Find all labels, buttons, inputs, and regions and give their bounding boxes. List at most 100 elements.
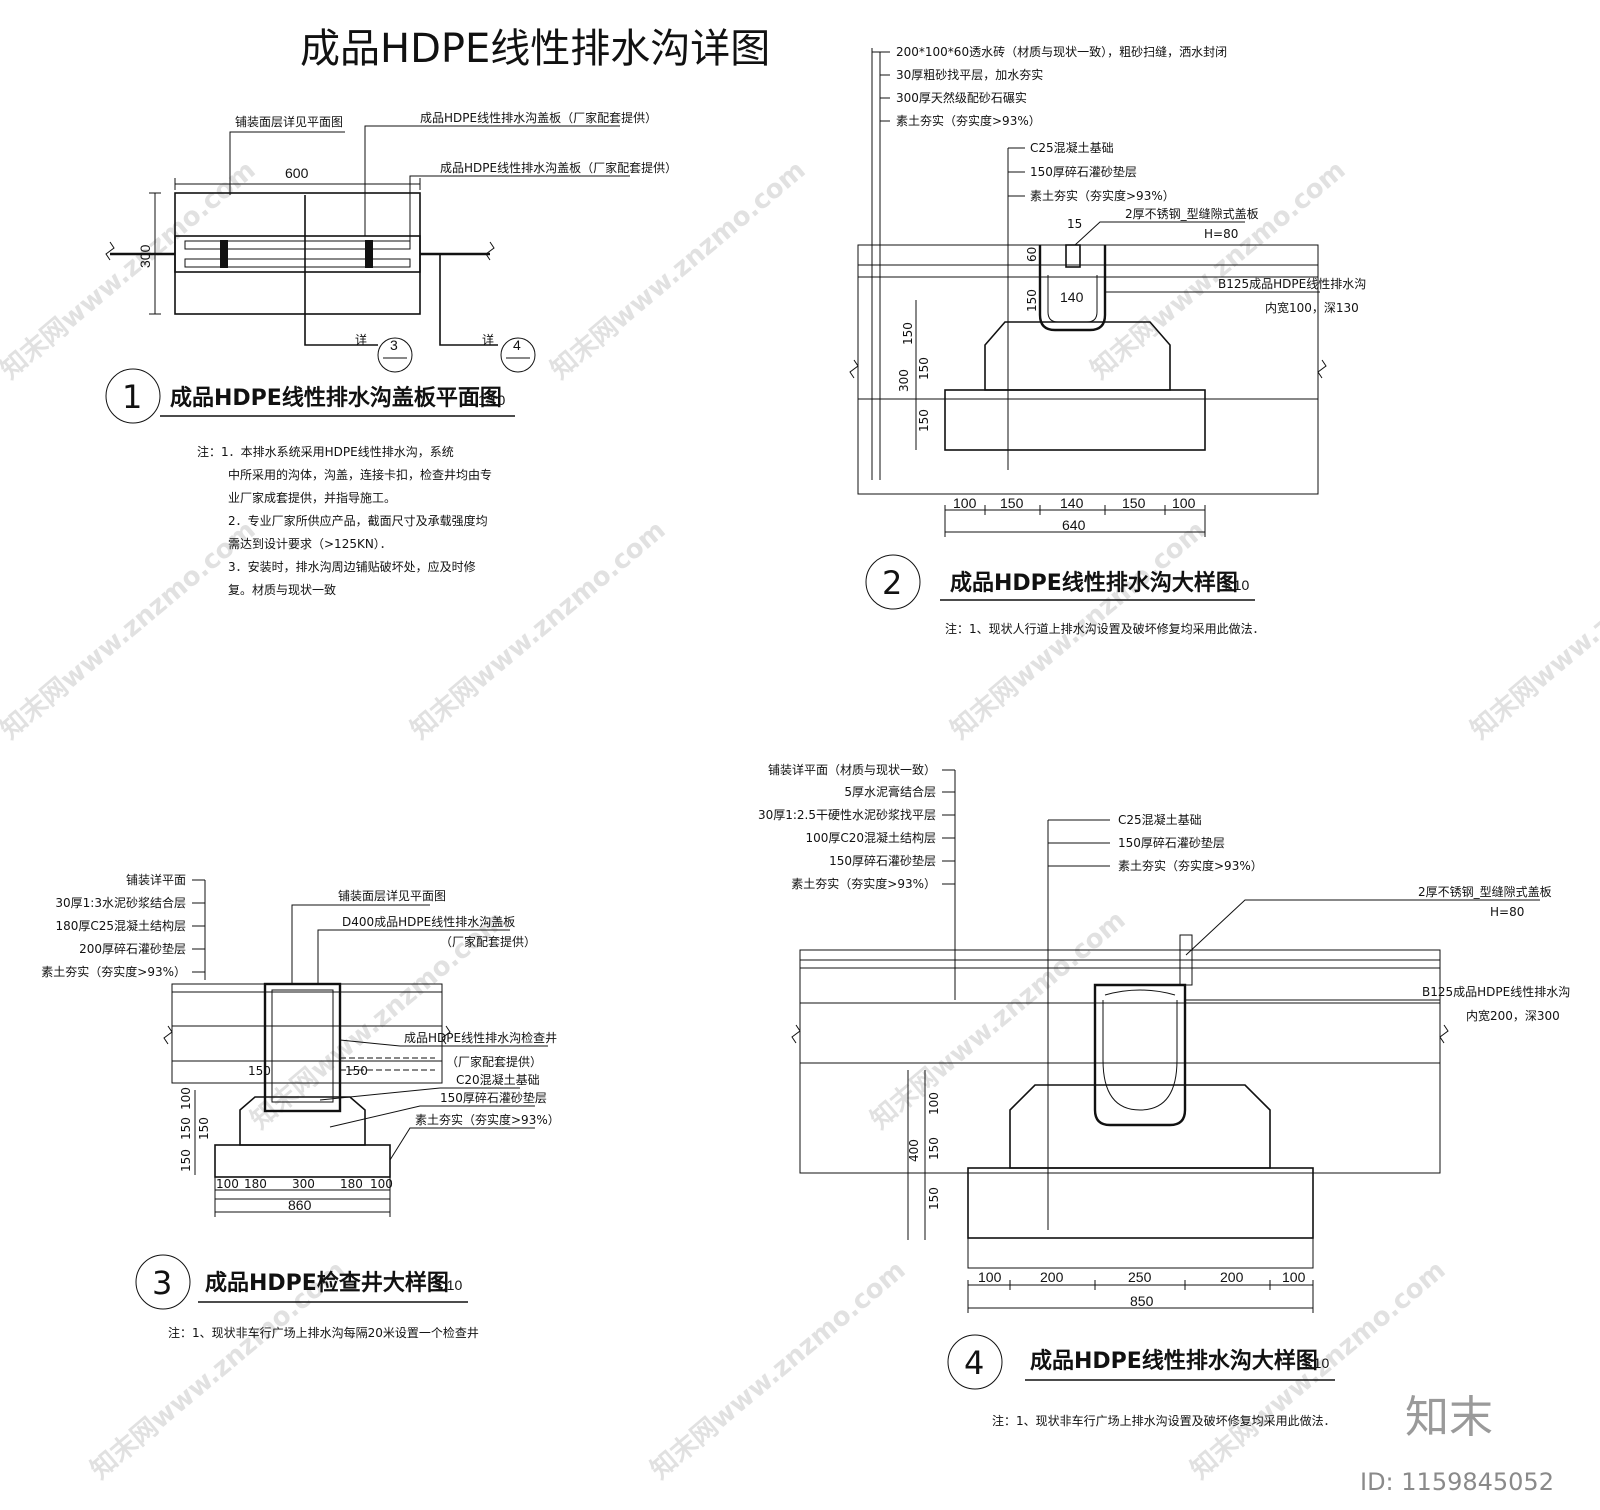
label-layer-concrete: 180厚C25混凝土结构层 xyxy=(55,918,186,933)
svg-text:100: 100 xyxy=(978,1269,1002,1285)
label-gravel-bed: 150厚碎石灌砂垫层 xyxy=(1118,835,1225,850)
svg-text:3: 3 xyxy=(152,1264,172,1302)
layer-compacted-soil xyxy=(799,1062,1441,1174)
svg-text:内宽100，深130: 内宽100，深130 xyxy=(1265,300,1359,315)
svg-text:100: 100 xyxy=(953,495,977,511)
sheet-title: 成品HDPE线性排水沟详图 xyxy=(300,26,770,72)
label-layer-mortar: 30厚1:3水泥砂浆结合层 xyxy=(55,895,186,910)
notes-1: 注：1．本排水系统采用HDPE线性排水沟，系统 中所采用的沟体，沟盖，连接卡扣，… xyxy=(197,444,492,597)
label-layer-gravel: 150厚碎石灌砂垫层 xyxy=(829,853,936,868)
svg-text:4: 4 xyxy=(513,337,521,353)
label-soil-base: 素土夯实（夯实度>93%） xyxy=(415,1112,560,1127)
label-soil-base: 素土夯实（夯实度>93%） xyxy=(1118,858,1263,873)
svg-text:注：1．本排水系统采用HDPE线性排水沟，系统: 注：1．本排水系统采用HDPE线性排水沟，系统 xyxy=(197,444,454,459)
slot-cover xyxy=(1179,934,1193,986)
diagram-4-section: 铺装详平面（材质与现状一致） 5厚水泥膏结合层 30厚1:2.5干硬性水泥砂浆找… xyxy=(758,762,1570,1428)
layer-compacted-soil xyxy=(857,398,1319,495)
label-layer-paving: 铺装详平面 xyxy=(126,872,186,887)
label-layer-brick: 200*100*60透水砖（材质与现状一致），粗砂扫缝，洒水封闭 xyxy=(896,44,1227,59)
svg-text:150: 150 xyxy=(179,1117,193,1140)
drawing-title-1: 成品HDPE线性排水沟盖板平面图 xyxy=(170,385,502,411)
drawing-scale-2: 1:10 xyxy=(1222,577,1249,593)
layer-paving xyxy=(799,949,1441,961)
svg-text:100: 100 xyxy=(927,1092,941,1115)
drawing-title-4: 成品HDPE线性排水沟大样图 xyxy=(1030,1348,1318,1374)
svg-text:（厂家配套提供）: （厂家配套提供） xyxy=(440,934,536,949)
label-soil-base: 素土夯实（夯实度>93%） xyxy=(1030,188,1175,203)
label-layer-cement-paste: 5厚水泥膏结合层 xyxy=(844,784,936,799)
svg-text:250: 250 xyxy=(1128,1269,1152,1285)
label-cover: D400成品HDPE线性排水沟盖板 xyxy=(342,915,515,929)
label-layer-concrete: 100厚C20混凝土结构层 xyxy=(805,830,936,845)
watermark-text: 知末网www.znzmo.com xyxy=(645,1255,911,1485)
svg-text:150: 150 xyxy=(1025,289,1039,312)
label-channel: B125成品HDPE线性排水沟 xyxy=(1422,985,1570,999)
svg-text:60: 60 xyxy=(1025,247,1039,262)
svg-text:2: 2 xyxy=(882,564,902,602)
label-gravel-bed: 150厚碎石灌砂垫层 xyxy=(1030,164,1137,179)
note-2: 注：1、现状人行道上排水沟设置及破坏修复均采用此做法． xyxy=(945,621,1265,636)
watermark-text: 知末网www.znzmo.com xyxy=(1465,515,1600,745)
svg-text:3．安装时，排水沟周边铺贴破坏处，应及时修: 3．安装时，排水沟周边铺贴破坏处，应及时修 xyxy=(228,559,476,574)
svg-text:180: 180 xyxy=(244,1177,267,1191)
svg-text:200: 200 xyxy=(1220,1269,1244,1285)
watermark-text: 知末网www.znzmo.com xyxy=(0,515,261,745)
watermark-text: 知末网www.znzmo.com xyxy=(865,905,1131,1135)
label-cover: 2厚不锈钢_型缝隙式盖板 xyxy=(1125,206,1259,221)
hdpe-channel xyxy=(1038,245,1107,332)
label-layer-mortar: 30厚1:2.5干硬性水泥砂浆找平层 xyxy=(758,807,936,822)
diagram-2-section: 140 200*100*60透水砖（材质与现状一致），粗砂扫缝，洒水封闭 30厚… xyxy=(849,44,1366,636)
svg-text:300: 300 xyxy=(897,369,911,392)
watermark-text: 知末网www.znzmo.com xyxy=(405,515,671,745)
label-layer-paving: 铺装详平面（材质与现状一致） xyxy=(768,762,936,777)
label-channel: B125成品HDPE线性排水沟 xyxy=(1218,277,1366,291)
label-layer-gravel: 300厚天然级配砂石碾实 xyxy=(896,90,1027,105)
svg-text:详: 详 xyxy=(482,332,494,347)
drawing-number-4 xyxy=(947,1334,1003,1390)
svg-text:150: 150 xyxy=(927,1137,941,1160)
section-ref-4 xyxy=(500,337,536,373)
svg-text:150: 150 xyxy=(179,1149,193,1172)
gravel-bedding xyxy=(967,1167,1314,1239)
drawing-scale-1: 1:10 xyxy=(478,392,505,408)
svg-text:150: 150 xyxy=(917,409,931,432)
svg-text:150: 150 xyxy=(248,1064,271,1078)
label-layer-soil: 素土夯实（夯实度>93%） xyxy=(791,876,936,891)
layer-mortar xyxy=(799,959,1441,969)
label-paving-ref: 铺装面层详见平面图 xyxy=(338,888,446,903)
svg-text:640: 640 xyxy=(1062,517,1086,533)
svg-text:4: 4 xyxy=(964,1344,984,1382)
note-4: 注：1、现状非车行广场上排水沟设置及破坏修复均采用此做法． xyxy=(992,1413,1336,1428)
svg-text:复。材质与现状一致: 复。材质与现状一致 xyxy=(228,583,336,597)
svg-text:1: 1 xyxy=(122,378,142,416)
drawing-number-2 xyxy=(865,554,921,610)
label-gravel-bed: 150厚碎石灌砂垫层 xyxy=(440,1090,547,1105)
label-c25-base: C25混凝土基础 xyxy=(1118,812,1202,827)
label-layer-gravel: 200厚碎石灌砂垫层 xyxy=(79,941,186,956)
watermark-text: 知末网www.znzmo.com xyxy=(545,155,811,385)
svg-text:3: 3 xyxy=(390,337,398,353)
svg-text:150: 150 xyxy=(917,357,931,380)
label-layer-soil: 素土夯实（夯实度>93%） xyxy=(896,113,1041,128)
svg-text:150: 150 xyxy=(901,322,915,345)
watermark-text: 知末网www.znzmo.com xyxy=(0,155,261,385)
svg-text:150: 150 xyxy=(1122,495,1146,511)
dim-600: 600 xyxy=(285,165,309,181)
label-cover-1: 成品HDPE线性排水沟盖板（厂家配套提供） xyxy=(420,110,657,125)
label-layer-soil: 素土夯实（夯实度>93%） xyxy=(41,964,186,979)
brand-logo: 知末 xyxy=(1405,1392,1493,1443)
svg-text:140: 140 xyxy=(1060,289,1084,305)
svg-text:H=80: H=80 xyxy=(1204,227,1238,241)
svg-text:详: 详 xyxy=(355,332,367,347)
layer-gravel xyxy=(799,1002,1441,1064)
diagram-3-well: 150 150 铺装详平面 30厚1:3水泥砂浆结合层 180厚C25混凝土结构… xyxy=(41,872,559,1340)
svg-text:180: 180 xyxy=(340,1177,363,1191)
svg-text:150: 150 xyxy=(345,1064,368,1078)
note-3: 注：1、现状非车行广场上排水沟每隔20米设置一个检查井 xyxy=(168,1325,479,1340)
svg-text:100: 100 xyxy=(1282,1269,1306,1285)
svg-text:业厂家成套提供，并指导施工。: 业厂家成套提供，并指导施工。 xyxy=(228,490,396,505)
svg-text:2．专业厂家所供应产品，截面尺寸及承载强度均: 2．专业厂家所供应产品，截面尺寸及承载强度均 xyxy=(228,513,488,528)
svg-text:150: 150 xyxy=(197,1117,211,1140)
concrete-base xyxy=(1009,1084,1271,1169)
